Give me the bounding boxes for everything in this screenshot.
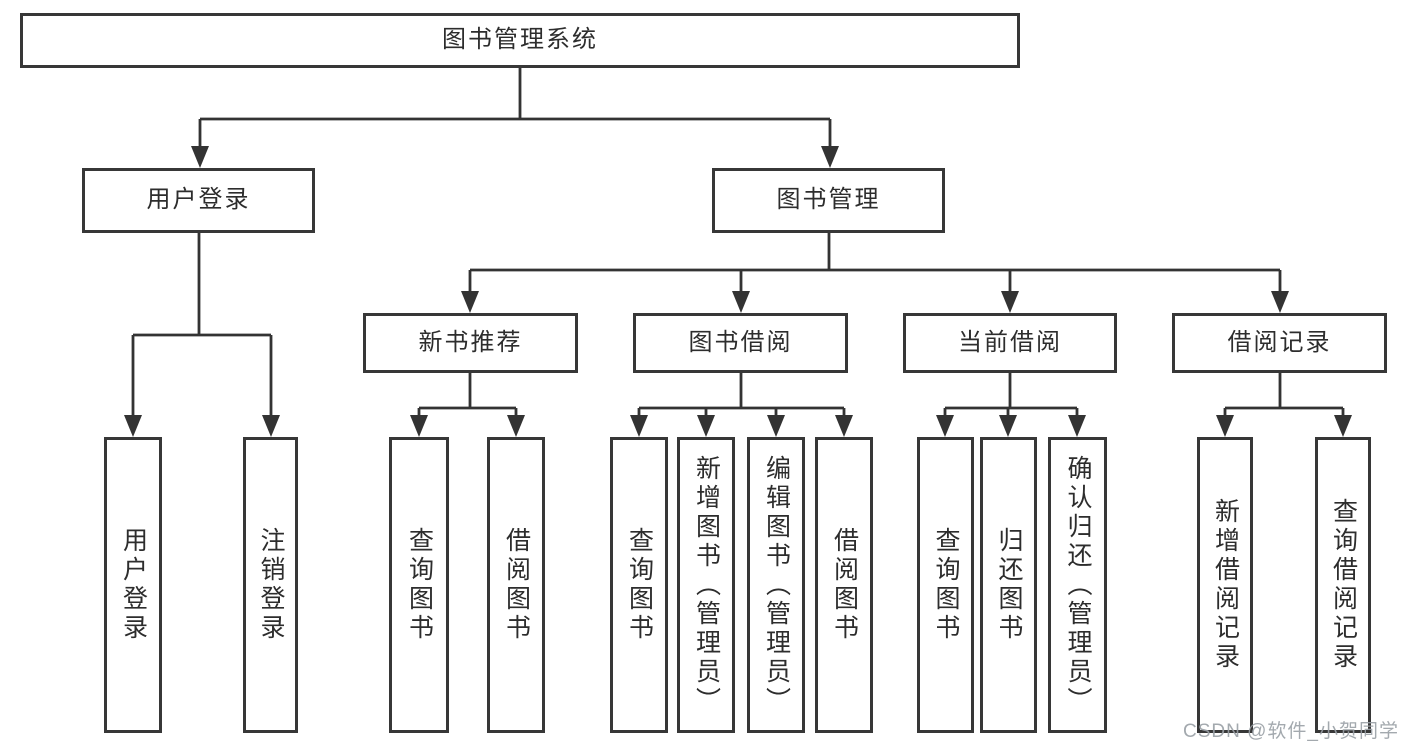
node-label: 归还图书 — [995, 527, 1023, 643]
node-label: 查询图书 — [625, 527, 654, 643]
connector-current-borrowing-to-children — [936, 373, 1086, 437]
node-query-borrow-record: 查询借阅记录 — [1315, 437, 1371, 733]
node-new-book-recommendation: 新书推荐 — [363, 313, 578, 373]
node-label: 图书管理系统 — [442, 26, 598, 54]
node-logout-login: 注销登录 — [243, 437, 298, 733]
node-label: 查询借阅记录 — [1329, 498, 1358, 672]
node-label: 用户登录 — [146, 186, 251, 214]
node-confirm-return-admin: 确认归还（管理员） — [1048, 437, 1107, 733]
connector-root-to-children — [191, 68, 839, 168]
node-return-books: 归还图书 — [980, 437, 1037, 733]
node-query-books-current: 查询图书 — [917, 437, 974, 733]
node-label: 查询图书 — [932, 527, 960, 643]
connector-book-borrowing-to-children — [630, 373, 853, 437]
node-label: 借阅图书 — [830, 527, 859, 643]
node-book-borrowing: 图书借阅 — [633, 313, 848, 373]
node-label: 确认归还（管理员） — [1064, 454, 1092, 716]
node-user-login-leaf: 用户登录 — [104, 437, 162, 733]
connector-new-book-recommendation-to-children — [410, 373, 525, 437]
node-label: 注销登录 — [257, 527, 285, 643]
connector-user-login-to-children — [124, 233, 280, 437]
node-label: 查询图书 — [405, 527, 434, 643]
node-add-borrow-record: 新增借阅记录 — [1197, 437, 1253, 733]
node-borrowing-records: 借阅记录 — [1172, 313, 1387, 373]
connector-book-management-to-children — [461, 233, 1289, 313]
node-label: 图书借阅 — [688, 328, 793, 356]
node-label: 用户登录 — [119, 527, 148, 643]
node-borrow-books-borrowing: 借阅图书 — [815, 437, 873, 733]
node-current-borrowing: 当前借阅 — [903, 313, 1117, 373]
node-label: 当前借阅 — [958, 328, 1062, 356]
node-library-management-system: 图书管理系统 — [20, 13, 1020, 68]
csdn-watermark: CSDN @软件_小贺同学 — [1183, 721, 1399, 742]
node-user-login: 用户登录 — [82, 168, 315, 233]
node-label: 新增图书（管理员） — [692, 454, 721, 716]
connector-borrowing-records-to-children — [1216, 373, 1352, 437]
node-label: 借阅图书 — [502, 527, 531, 643]
node-label: 新书推荐 — [418, 328, 523, 356]
node-label: 借阅记录 — [1227, 328, 1332, 356]
node-add-book-admin: 新增图书（管理员） — [677, 437, 735, 733]
node-book-management: 图书管理 — [712, 168, 945, 233]
node-query-books-recommend: 查询图书 — [389, 437, 449, 733]
node-label: 图书管理 — [776, 186, 881, 214]
node-query-books-borrowing: 查询图书 — [610, 437, 668, 733]
node-label: 新增借阅记录 — [1211, 498, 1240, 672]
node-borrow-books-recommend: 借阅图书 — [487, 437, 545, 733]
node-edit-book-admin: 编辑图书（管理员） — [747, 437, 805, 733]
node-label: 编辑图书（管理员） — [762, 454, 791, 716]
